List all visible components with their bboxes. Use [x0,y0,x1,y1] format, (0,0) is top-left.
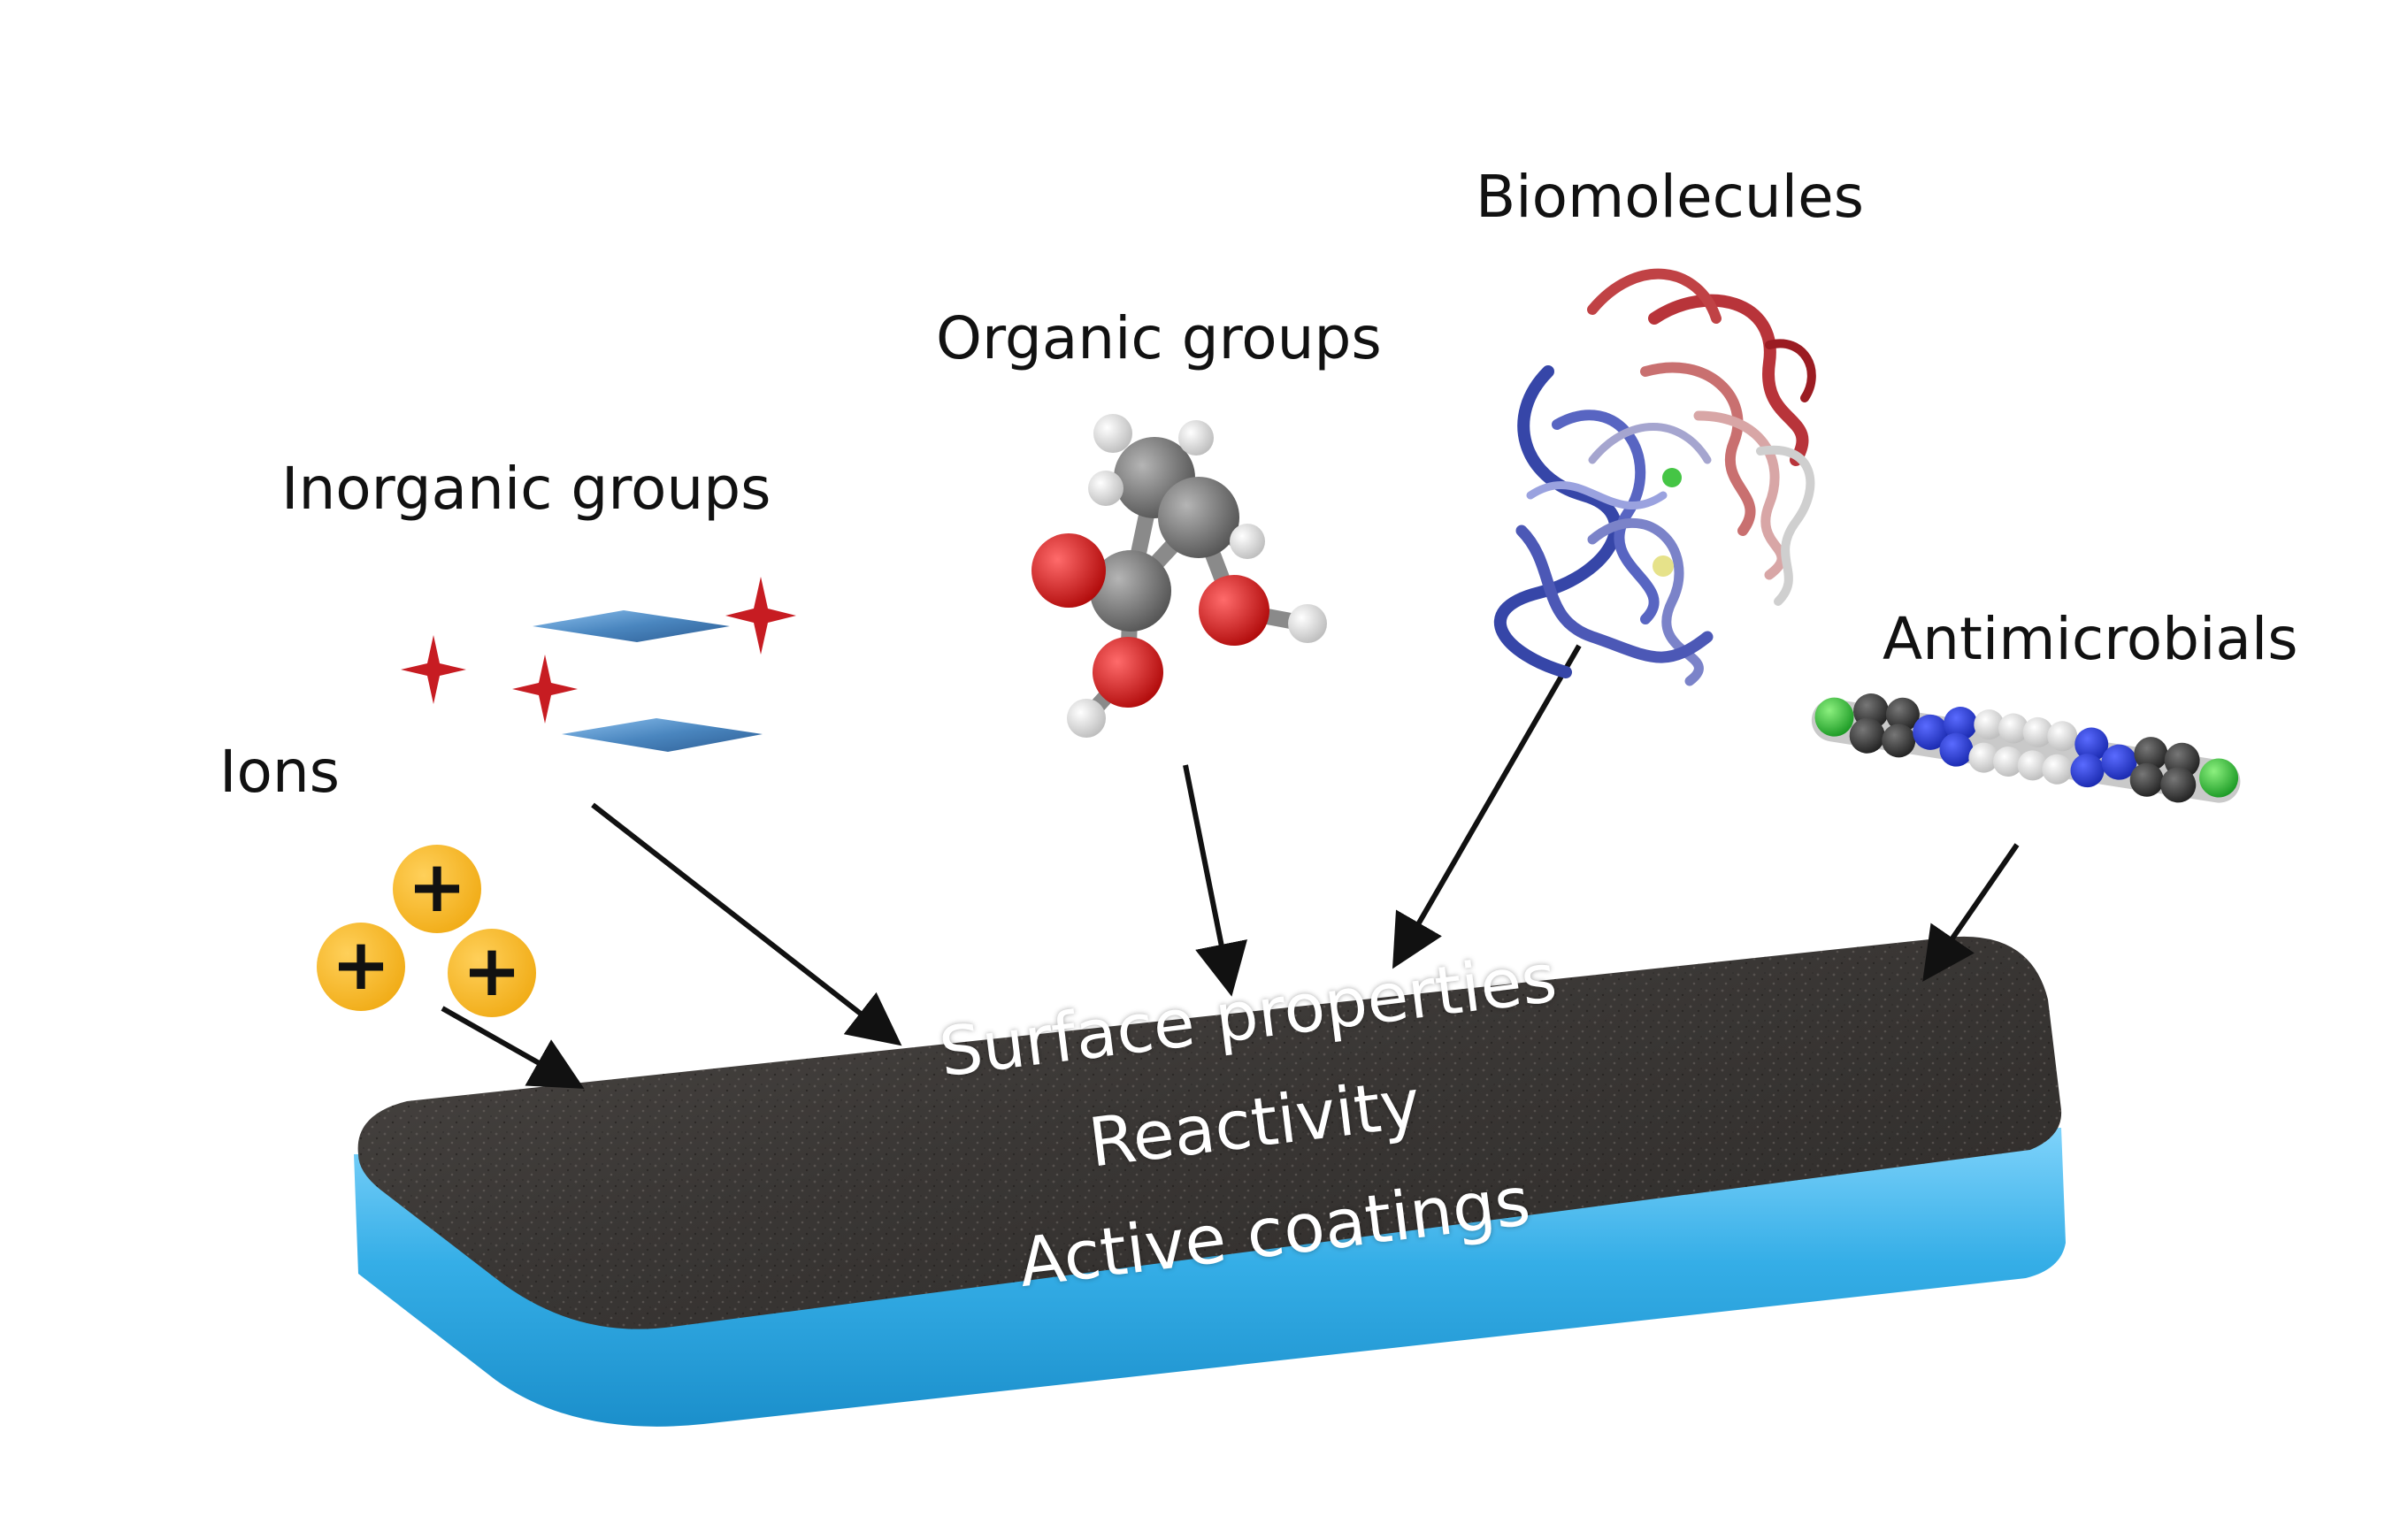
cation-icon: + [393,845,481,933]
cation-icon: + [448,929,536,1017]
ion-symbol: + [407,846,466,928]
label-organic-groups: Organic groups [936,304,1382,372]
inorganic-cluster-icon [401,577,796,752]
ion-symbol: + [331,923,390,1006]
arrow-biomolecules [1392,644,1582,969]
cation-icon: + [317,923,405,1011]
arrow-antimicrobials [1922,843,2020,982]
label-inorganic-groups: Inorganic groups [281,455,771,523]
inorganic-plate [562,718,763,752]
ions-group: + + + [317,845,536,1017]
label-ions: Ions [219,738,341,806]
slab-texture [357,936,2062,1329]
ball-and-stick-molecule-icon [1031,414,1327,738]
inorganic-plate [533,610,730,642]
arrow-organic [1183,764,1248,997]
label-antimicrobials: Antimicrobials [1883,605,2298,673]
label-biomolecules: Biomolecules [1476,163,1865,231]
protein-ribbon-icon [1493,268,1816,686]
inorganic-star [401,577,796,724]
arrow-ions [441,1006,585,1089]
ion-symbol: + [462,930,521,1012]
arrows [441,644,2020,1089]
material-slab [354,936,2066,1427]
antimicrobial-chain-icon [1811,693,2241,803]
arrow-inorganic [591,802,902,1046]
